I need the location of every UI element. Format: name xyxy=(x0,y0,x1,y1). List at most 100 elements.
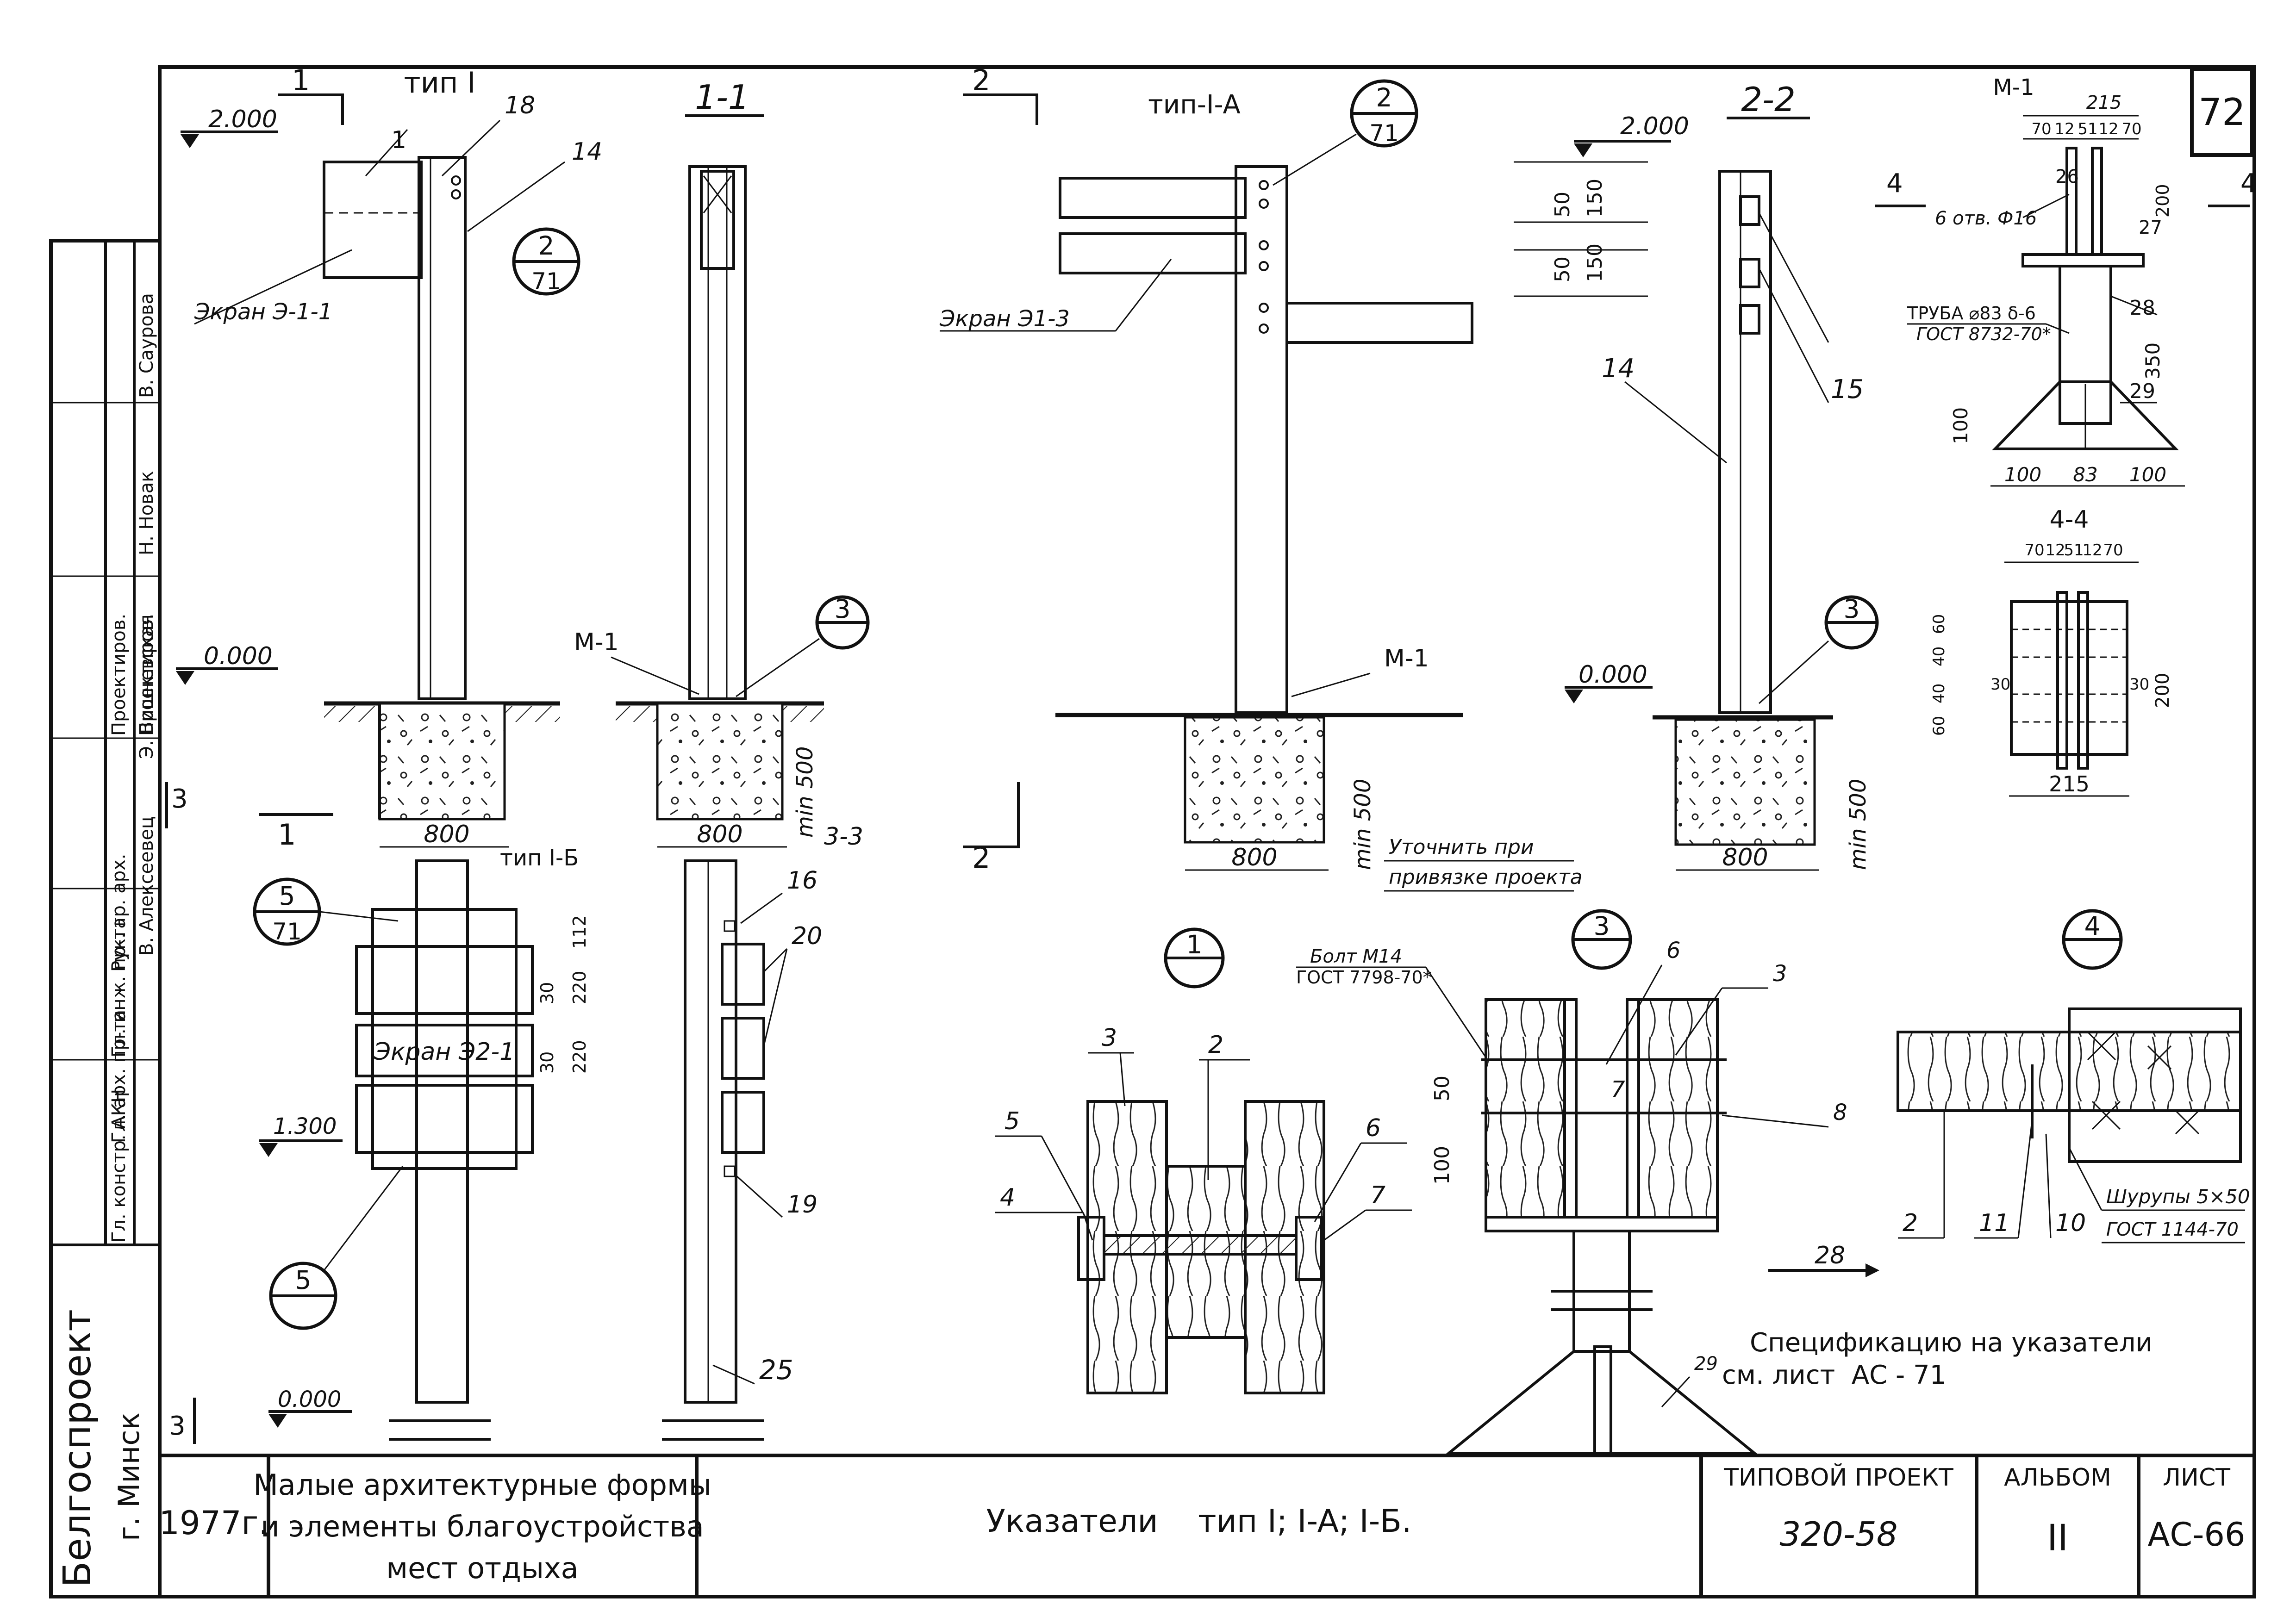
level-mark: 0.000 xyxy=(278,1387,341,1412)
mark-label: 28 xyxy=(2129,296,2155,320)
dimension: 51 xyxy=(2078,120,2097,138)
sheet-number-box: 72 xyxy=(2190,68,2254,157)
signature-strip: Гл. констр. АКН Гл. арх. пр-та Гл. инж. … xyxy=(56,293,157,1587)
mark-label: 3 xyxy=(1773,961,1787,987)
dimension: 220 xyxy=(569,970,590,1004)
svg-text:71: 71 xyxy=(272,918,302,945)
dimension: min 500 xyxy=(1350,779,1376,870)
mark-label: 11 xyxy=(1979,1209,2009,1237)
dimension: 50 xyxy=(1430,1076,1454,1101)
dimension: 800 xyxy=(1722,844,1768,871)
dimension: 112 xyxy=(569,915,590,949)
dimension: 100 xyxy=(2004,463,2041,486)
dimension: 83 xyxy=(2073,463,2097,486)
dimension: 800 xyxy=(697,821,742,848)
dimension: 12 xyxy=(2098,120,2118,138)
note-line: привязке проекта xyxy=(1389,865,1583,889)
dimension: 150 xyxy=(1583,179,1607,218)
signature-name: Н. Новак xyxy=(136,471,157,555)
mark-label: 19 xyxy=(787,1191,817,1219)
svg-text:2: 2 xyxy=(538,231,555,261)
dimension: 800 xyxy=(1231,844,1277,871)
view-type1: тип I 1 2.000 Экран Э-1-1 1 18 14 2 71 0… xyxy=(176,63,602,852)
mark-label: 20 xyxy=(792,922,822,950)
svg-text:2: 2 xyxy=(1376,83,1392,112)
signature-name: В. Саурова xyxy=(136,293,157,398)
dimension: 12 xyxy=(2082,541,2102,560)
dimension: 60 xyxy=(1930,614,1948,634)
cut-marker: 2 xyxy=(972,63,990,97)
bolt-label: ГОСТ 7798-70* xyxy=(1296,967,1432,988)
screws-label: ГОСТ 1144-70 xyxy=(2106,1219,2239,1240)
callout-bubble: 5 71 xyxy=(253,877,321,946)
cut-marker: 1 xyxy=(278,818,296,852)
screen-label: Экран Э2-1 xyxy=(374,1038,515,1066)
node-4: 4 2 11 10 Шурупы 5×50 ГОСТ 1144-70 xyxy=(1897,909,2250,1244)
cut-marker: 3 xyxy=(169,1411,186,1441)
mark-label: 5 xyxy=(1004,1107,1020,1135)
project-title-line: мест отдыха xyxy=(386,1551,578,1585)
dimension: min 500 xyxy=(792,746,818,838)
signature-role: Гл. инж. пр-та xyxy=(108,917,130,1057)
signature-role: Рук. гр. арх. xyxy=(108,853,130,972)
dimension: 12 xyxy=(2054,120,2074,138)
view-section-2-2: 2-2 2.000 50 150 50 150 14 15 3 0.000 xyxy=(1514,80,1879,871)
mark-label: 7 xyxy=(1611,1076,1625,1102)
callout-bubble: 5 xyxy=(269,1262,337,1330)
dimension: 60 xyxy=(1930,716,1948,736)
mark-label: 1 xyxy=(391,126,406,154)
note-line: Уточнить при xyxy=(1389,835,1534,859)
dimension: 350 xyxy=(2141,342,2164,379)
mark-label: 10 xyxy=(2055,1209,2086,1237)
signature-name: В. Алексеевец xyxy=(136,816,157,956)
mark-label: 8 xyxy=(1833,1100,1847,1126)
mark-label: 18 xyxy=(505,92,535,119)
level-mark: 0.000 xyxy=(1578,661,1647,689)
dimension: 100 xyxy=(2129,463,2166,486)
mark-label: 16 xyxy=(787,867,817,895)
cut-marker: 4 xyxy=(2240,168,2257,199)
node-3: 3 Болт М14 ГОСТ 7798-70* 50 100 6 3 7 8 … xyxy=(1296,909,1879,1455)
view-section-1-1: 1-1 М-1 3 800 min 500 xyxy=(574,78,870,848)
view-title: 2-2 xyxy=(1741,80,1796,119)
title-block: 1977г. Малые архитектурные формы и элеме… xyxy=(159,1455,2246,1597)
node-1: 1 3 2 5 4 6 7 xyxy=(995,927,1412,1394)
spec-note-line: см. лист АС - 71 xyxy=(1722,1360,1946,1390)
mark-label: 3 xyxy=(1102,1024,1117,1052)
base-plate-label: М-1 xyxy=(574,628,619,656)
sheet-label: ЛИСТ xyxy=(2163,1464,2230,1492)
level-mark: 1.300 xyxy=(273,1113,337,1139)
mark-label: 2 xyxy=(1903,1209,1918,1237)
callout-bubble: 3 xyxy=(1571,909,1632,970)
dimension: 51 xyxy=(2064,541,2084,560)
mark-label: 6 xyxy=(1366,1114,1381,1142)
cut-marker: 3 xyxy=(171,784,188,814)
mark-label: 4 xyxy=(1000,1184,1015,1212)
dimension: 70 xyxy=(2121,120,2141,138)
callout-bubble: 1 xyxy=(1164,927,1225,989)
signature-role: Проектиров. xyxy=(108,614,130,736)
dimension: 50 xyxy=(1551,192,1574,218)
dimension: 70 xyxy=(2103,541,2123,560)
svg-text:71: 71 xyxy=(1369,120,1399,147)
callout-bubble: 2 71 xyxy=(512,227,580,296)
dimension: 40 xyxy=(1930,647,1948,666)
dimension: 220 xyxy=(569,1040,590,1074)
dimension: 30 xyxy=(537,1051,557,1074)
sheet-number: 72 xyxy=(2198,91,2246,134)
svg-text:5: 5 xyxy=(279,881,295,911)
spec-note-line: Спецификацию на указатели xyxy=(1750,1328,2152,1358)
svg-text:3: 3 xyxy=(835,594,851,624)
mark-label: 14 xyxy=(1602,354,1635,384)
mark-label: 29 xyxy=(2129,379,2155,403)
callout-bubble: 4 xyxy=(2062,909,2123,970)
project-title-line: Малые архитектурные формы xyxy=(253,1468,711,1502)
level-mark: 2.000 xyxy=(1620,112,1689,140)
signature-role: Гл. арх. пр-та xyxy=(108,1010,130,1143)
view-title: 4-4 xyxy=(2050,506,2089,534)
album-label: АЛЬБОМ xyxy=(2004,1464,2111,1492)
view-title: тип I xyxy=(404,66,476,99)
screen-label: Экран Э-1-1 xyxy=(194,299,332,325)
view-type1a: тип-I-A 2 2 71 Экран Э1-3 М-1 800 min 50… xyxy=(939,63,1583,892)
